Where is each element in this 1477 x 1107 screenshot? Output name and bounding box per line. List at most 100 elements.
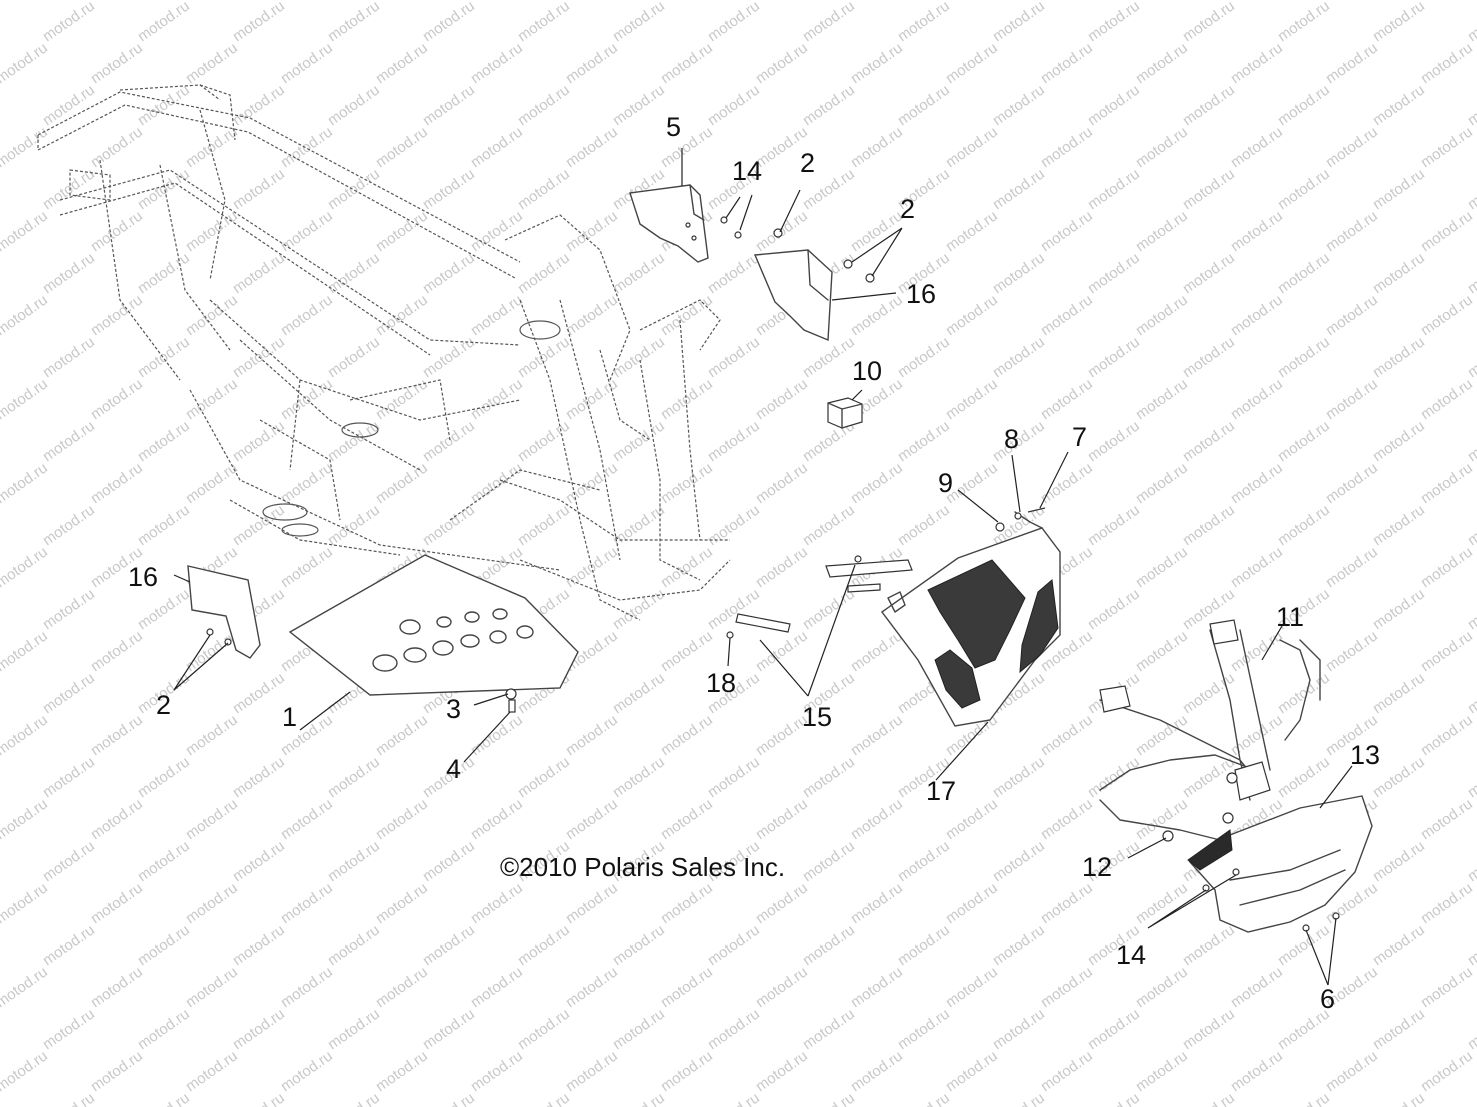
watermark-text: motod.ru — [135, 249, 193, 297]
watermark-text: motod.ru — [515, 333, 573, 381]
callout-14-top: 14 — [732, 156, 762, 186]
watermark-text: motod.ru — [1465, 333, 1477, 381]
watermark-text: motod.ru — [848, 0, 906, 3]
watermark-text: motod.ru — [705, 417, 763, 465]
watermark-text: motod.ru — [373, 879, 431, 927]
watermark-text: motod.ru — [40, 585, 98, 633]
watermark-text: motod.ru — [278, 795, 336, 843]
watermark-text: motod.ru — [610, 1089, 668, 1107]
watermark-text: motod.ru — [1370, 333, 1428, 381]
watermark-text: motod.ru — [1418, 543, 1476, 591]
frame-chassis — [37, 84, 731, 621]
watermark-text: motod.ru — [1275, 333, 1333, 381]
watermark-text: motod.ru — [420, 249, 478, 297]
watermark-text: motod.ru — [1133, 291, 1191, 339]
watermark-text: motod.ru — [183, 879, 241, 927]
watermark-text: motod.ru — [1370, 501, 1428, 549]
watermark-text: motod.ru — [895, 1089, 953, 1107]
watermark-text: motod.ru — [468, 879, 526, 927]
watermark-text: motod.ru — [1370, 669, 1428, 717]
watermark-text: motod.ru — [88, 795, 146, 843]
watermark-text: motod.ru — [515, 1089, 573, 1107]
watermark-text: motod.ru — [753, 39, 811, 87]
watermark-text: motod.ru — [40, 0, 98, 45]
watermark-text: motod.ru — [1133, 1047, 1191, 1095]
watermark-text: motod.ru — [0, 669, 3, 717]
watermark-text: motod.ru — [1370, 921, 1428, 969]
watermark-text: motod.ru — [1180, 921, 1238, 969]
callout-16-top: 16 — [906, 279, 936, 309]
watermark-text: motod.ru — [753, 795, 811, 843]
watermark-text: motod.ru — [943, 375, 1001, 423]
watermark-text: motod.ru — [1180, 165, 1238, 213]
watermark-text: motod.ru — [40, 165, 98, 213]
watermark-text: motod.ru — [135, 585, 193, 633]
watermark-text: motod.ru — [1323, 291, 1381, 339]
watermark-text: motod.ru — [183, 39, 241, 87]
watermark-text: motod.ru — [1085, 81, 1143, 129]
watermark-text: motod.ru — [135, 921, 193, 969]
watermark-text: motod.ru — [658, 711, 716, 759]
watermark-text: motod.ru — [373, 207, 431, 255]
watermark-text: motod.ru — [0, 165, 3, 213]
watermark-text: motod.ru — [1133, 0, 1191, 3]
watermark-text: motod.ru — [1323, 375, 1381, 423]
watermark-text: motod.ru — [88, 1047, 146, 1095]
watermark-text: motod.ru — [943, 123, 1001, 171]
watermark-text: motod.ru — [468, 963, 526, 1011]
watermark-text: motod.ru — [420, 417, 478, 465]
watermark-text: motod.ru — [895, 333, 953, 381]
part-16-left-panel — [187, 565, 261, 659]
watermark-text: motod.ru — [943, 291, 1001, 339]
watermark-text: motod.ru — [135, 1005, 193, 1053]
watermark-text: motod.ru — [468, 0, 526, 3]
watermark-text: motod.ru — [895, 81, 953, 129]
watermark-text: motod.ru — [848, 711, 906, 759]
watermark-text: motod.ru — [0, 921, 3, 969]
watermark-text: motod.ru — [990, 0, 1048, 45]
watermark-text: motod.ru — [420, 837, 478, 885]
watermark-text: motod.ru — [753, 0, 811, 3]
watermark-text: motod.ru — [230, 837, 288, 885]
watermark-text: motod.ru — [1323, 459, 1381, 507]
part-1-skid-plate — [288, 554, 579, 696]
watermark-text: motod.ru — [0, 375, 51, 423]
watermark-text: motod.ru — [325, 837, 383, 885]
watermark-text: motod.ru — [278, 543, 336, 591]
watermark-text: motod.ru — [373, 795, 431, 843]
watermark-text: motod.ru — [420, 1005, 478, 1053]
watermark-text: motod.ru — [1418, 963, 1476, 1011]
watermark-text: motod.ru — [515, 921, 573, 969]
watermark-text: motod.ru — [1133, 627, 1191, 675]
watermark-text: motod.ru — [848, 459, 906, 507]
watermark-text: motod.ru — [1370, 585, 1428, 633]
watermark-text: motod.ru — [278, 879, 336, 927]
watermark-text: motod.ru — [1085, 753, 1143, 801]
watermark-text: motod.ru — [40, 1089, 98, 1107]
watermark-text: motod.ru — [0, 711, 51, 759]
watermark-text: motod.ru — [1418, 627, 1476, 675]
watermark-text: motod.ru — [753, 879, 811, 927]
watermark-text: motod.ru — [1228, 291, 1286, 339]
watermark-text: motod.ru — [230, 669, 288, 717]
watermark-text: motod.ru — [1418, 1047, 1476, 1095]
watermark-text: motod.ru — [563, 963, 621, 1011]
watermark-text: motod.ru — [610, 501, 668, 549]
watermark-text: motod.ru — [420, 333, 478, 381]
watermark-text: motod.ru — [1418, 291, 1476, 339]
watermark-text: motod.ru — [1370, 81, 1428, 129]
watermark-text: motod.ru — [88, 879, 146, 927]
watermark-text: motod.ru — [0, 207, 51, 255]
watermark-text: motod.ru — [753, 963, 811, 1011]
watermark-text: motod.ru — [895, 0, 953, 45]
watermark-text: motod.ru — [183, 963, 241, 1011]
watermark-text: motod.ru — [1133, 459, 1191, 507]
watermark-text: motod.ru — [705, 585, 763, 633]
watermark-text: motod.ru — [1370, 837, 1428, 885]
watermark-text: motod.ru — [40, 669, 98, 717]
watermark-text: motod.ru — [1275, 501, 1333, 549]
watermark-text: motod.ru — [658, 0, 716, 3]
watermark-text: motod.ru — [183, 0, 241, 3]
watermark-text: motod.ru — [1323, 123, 1381, 171]
watermark-text: motod.ru — [563, 0, 621, 3]
